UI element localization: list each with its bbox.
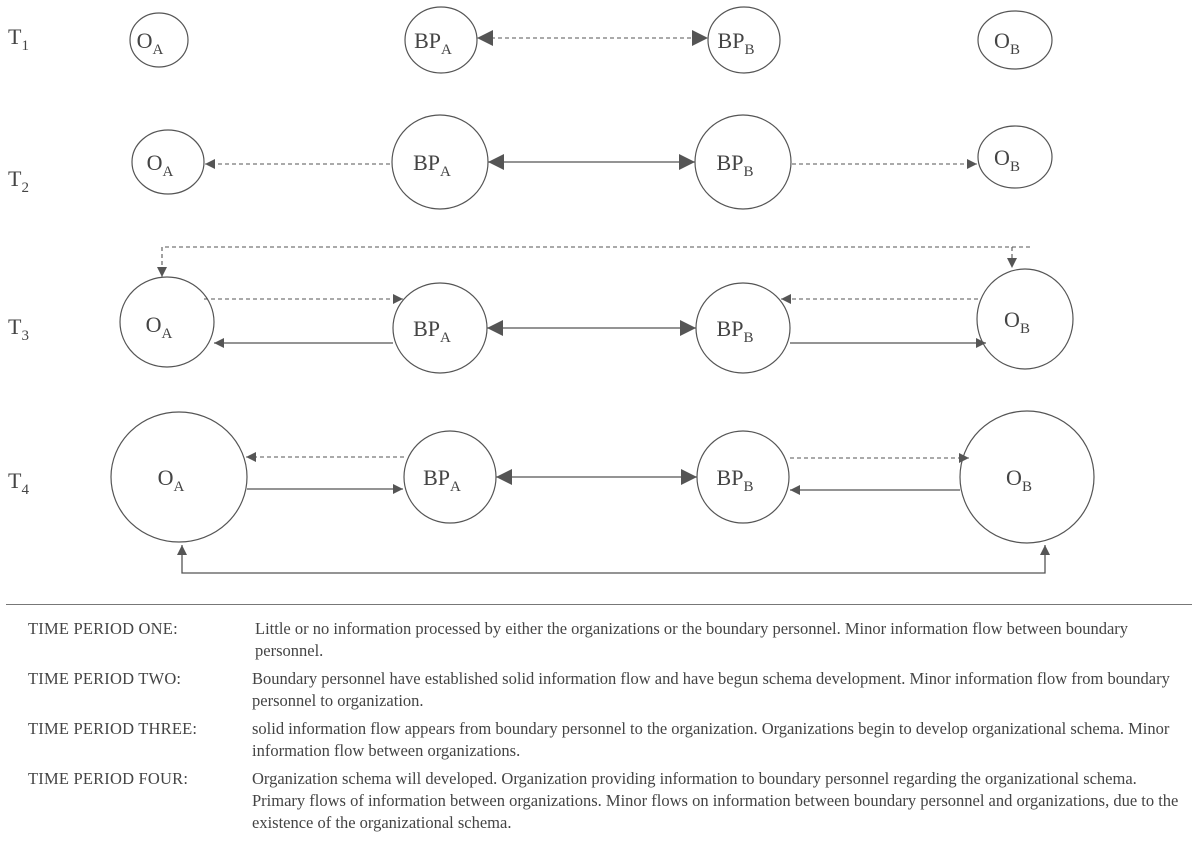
legend-description: Little or no information processed by ei…	[255, 619, 1129, 660]
node-label: OA	[147, 150, 174, 180]
information-flow-diagram: T1 OA BPA BPB OB T2 OA BPA	[8, 6, 1095, 574]
legend-term: TIME PERIOD TWO:	[28, 669, 182, 688]
node-t4-org-a: OA	[110, 411, 248, 543]
node-t1-bp-a: BPA	[404, 6, 478, 74]
node-t4-bp-b: BPB	[696, 430, 790, 524]
node-label: OA	[158, 465, 185, 495]
node-label: BPB	[717, 465, 754, 495]
legend-term: TIME PERIOD ONE:	[28, 619, 178, 638]
node-t1-bp-b: BPB	[707, 6, 781, 74]
flow-t3-org-b-to-org-a-minor	[157, 246, 1030, 277]
node-label: OA	[146, 312, 173, 342]
node-t2-bp-b: BPB	[694, 114, 792, 210]
node-label: BPA	[423, 465, 461, 495]
flow-t4-org-a-to-org-b-primary	[177, 545, 1050, 574]
node-label: BPA	[413, 150, 451, 180]
legend-description: Boundary personnel have established soli…	[252, 669, 1170, 710]
legend-term: TIME PERIOD FOUR:	[28, 769, 189, 788]
row-label-t2: T2	[8, 166, 29, 196]
node-t4-org-b: OB	[959, 410, 1095, 544]
node-t3-bp-b: BPB	[695, 282, 791, 374]
row-t4: T4 OA BPA BPB OB	[8, 410, 1095, 574]
legend-description: Organization schema will developed. Orga…	[252, 769, 1179, 832]
node-label: OA	[137, 28, 164, 58]
node-label: BPA	[413, 316, 451, 346]
legend-divider	[6, 604, 1192, 605]
row-t1: T1 OA BPA BPB OB	[8, 6, 1053, 74]
row-t3: T3 OA BPA BPB OB	[8, 246, 1074, 374]
node-t1-org-b: OB	[977, 10, 1053, 70]
node-t2-org-a: OA	[131, 129, 205, 195]
legend-description: solid information flow appears from boun…	[252, 719, 1170, 760]
node-label: OB	[1004, 307, 1030, 337]
node-label: OB	[1006, 465, 1032, 495]
row-label-t1: T1	[8, 24, 29, 54]
node-label: OB	[994, 145, 1020, 175]
row-label-t4: T4	[8, 468, 29, 498]
node-label: BPA	[414, 28, 452, 58]
node-t3-org-a: OA	[119, 276, 215, 368]
row-t2: T2 OA BPA BPB OB	[8, 114, 1053, 210]
node-t2-bp-a: BPA	[391, 114, 489, 210]
node-label: OB	[994, 28, 1020, 58]
node-label: BPB	[717, 150, 754, 180]
node-t1-org-a: OA	[129, 12, 189, 68]
node-t4-bp-a: BPA	[403, 430, 497, 524]
node-t2-org-b: OB	[977, 125, 1053, 189]
node-label: BPB	[718, 28, 755, 58]
legend-term: TIME PERIOD THREE:	[28, 719, 198, 738]
node-t3-bp-a: BPA	[392, 282, 488, 374]
node-t3-org-b: OB	[976, 268, 1074, 370]
row-label-t3: T3	[8, 314, 29, 344]
node-label: BPB	[717, 316, 754, 346]
